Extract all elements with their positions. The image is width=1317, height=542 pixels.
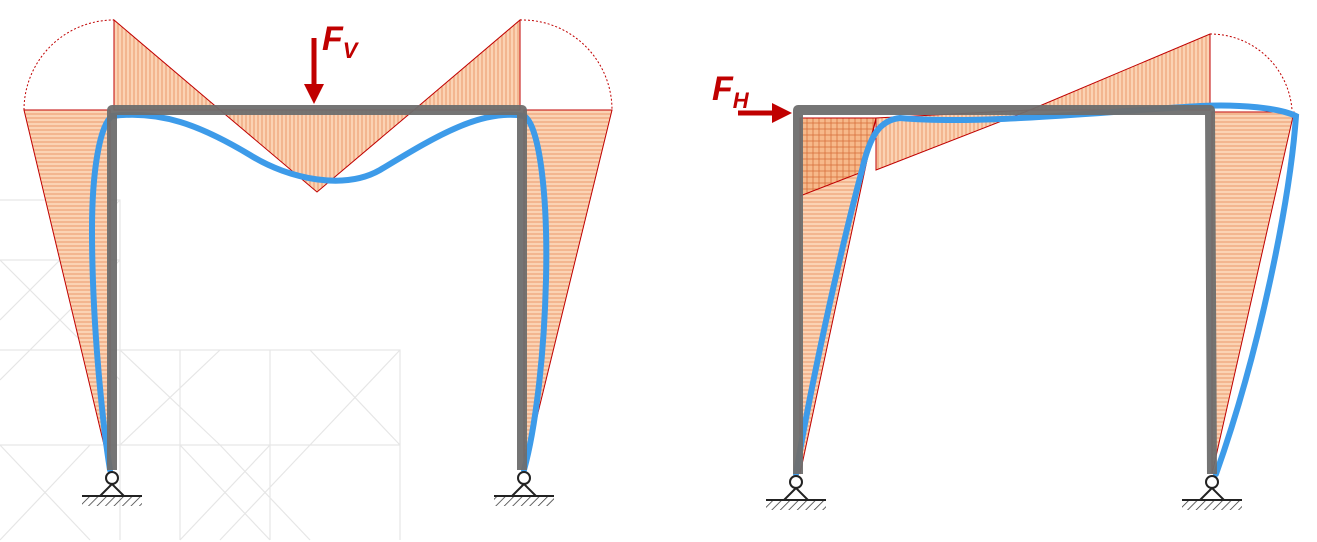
moment-diagram-beam-left-hogging: [113, 18, 222, 111]
left-frame-group: FV: [23, 18, 613, 506]
right-frame-support-left: [766, 475, 826, 510]
left-frame-support-right: [494, 471, 554, 506]
left-corner-arc-left: [23, 19, 115, 111]
right-frame-group: FH: [712, 33, 1300, 510]
right-frame-support-right: [1182, 475, 1242, 510]
left-deflected-shape: [88, 111, 550, 473]
vertical-force-label: FV: [322, 20, 360, 63]
moment-diagram-beam-right: [1029, 33, 1211, 111]
horizontal-force-label: FH: [712, 70, 750, 113]
right-frame-members: [793, 105, 1217, 475]
left-corner-arc-right: [519, 19, 613, 111]
vertical-force-arrow: [304, 38, 324, 104]
horizontal-force-arrow: [738, 103, 792, 123]
right-deflected-shape: [793, 102, 1300, 477]
moment-diagram-beam-right-hogging: [412, 18, 521, 111]
left-frame-members: [107, 105, 527, 470]
moment-diagram-right-column-h: [1211, 111, 1295, 475]
left-frame-support-left: [82, 471, 142, 506]
right-corner-arc-top: [1209, 33, 1293, 111]
